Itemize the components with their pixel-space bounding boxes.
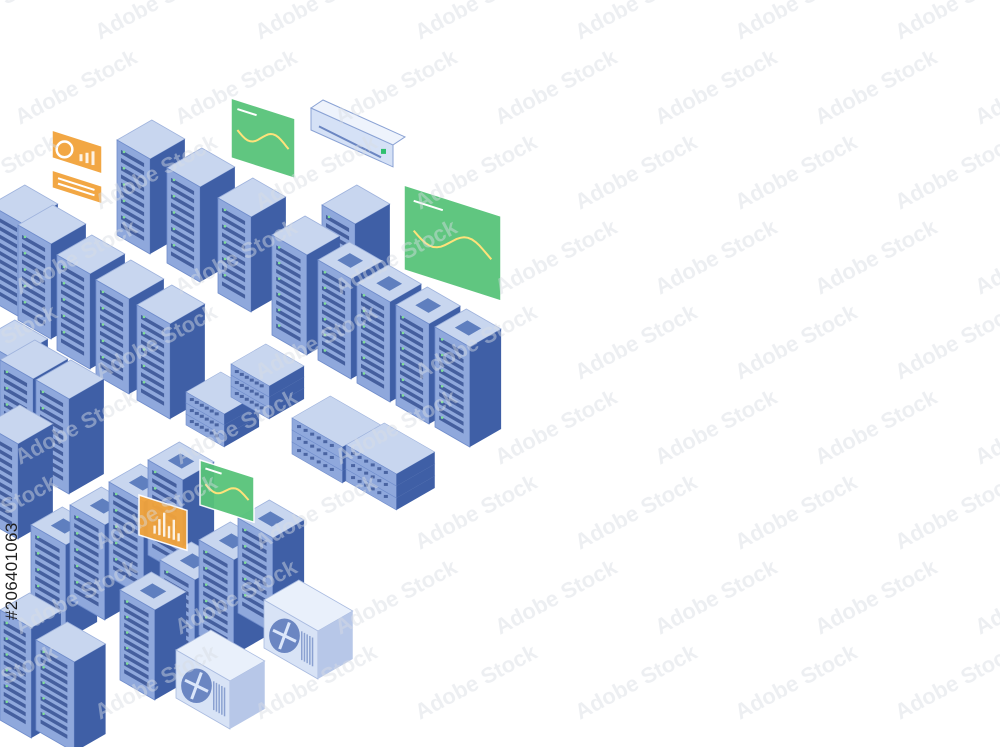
air-conditioner-icon: [309, 99, 407, 168]
dashboard-panel-green: [403, 183, 502, 303]
dashboard-panel-green: [230, 96, 296, 180]
floating-dashboards: [51, 96, 502, 552]
dashboard-panel-orange: [51, 128, 103, 176]
air-conditioner-unit: [263, 579, 354, 680]
chart-line-icon: [236, 108, 290, 150]
server-rack: [119, 571, 187, 701]
pie-chart-icon: [55, 140, 95, 166]
chart-line-icon: [204, 467, 250, 501]
chart-line-icon: [412, 199, 493, 260]
stock-id-label: #206401063: [2, 522, 21, 620]
server-racks: [0, 119, 502, 747]
fan-icon: [269, 618, 300, 654]
network-switch: [345, 422, 436, 511]
air-conditioner-unit: [175, 629, 266, 730]
dashboard-panel-green: [199, 458, 255, 524]
network-switch: [230, 343, 305, 420]
terminal-rack: [35, 621, 107, 747]
server-rack: [434, 308, 502, 448]
server-rack: [0, 404, 54, 540]
fan-icon: [181, 668, 212, 704]
text-lines: [57, 177, 95, 197]
dashboard-panel-orange: [51, 168, 103, 206]
server-rack: [356, 264, 423, 403]
bar-chart-icon: [153, 512, 180, 542]
dashboard-panel-orange: [138, 493, 188, 552]
